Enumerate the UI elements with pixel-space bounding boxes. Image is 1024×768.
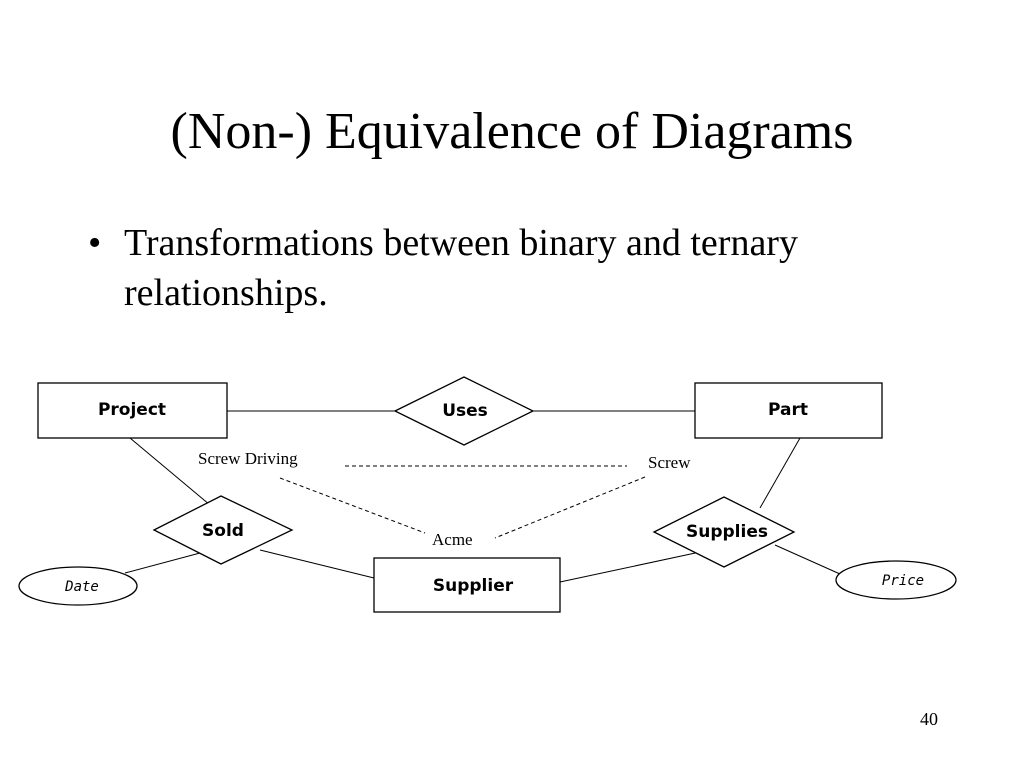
bullet-dot: • (88, 222, 102, 264)
instance-screw: Screw (648, 453, 691, 472)
relationship-uses: Uses (393, 376, 535, 446)
attribute-date-label: Date (64, 579, 99, 595)
attribute-price-label: Price (882, 573, 924, 589)
relationship-supplies-label: Supplies (686, 522, 768, 542)
screwdriving-acme-dash (279, 477, 426, 534)
attribute-price: Price (835, 560, 957, 600)
attribute-date: Date (18, 566, 138, 606)
bullet-item: • Transformations between binary and ter… (88, 218, 968, 318)
bullet-text: Transformations between binary and terna… (124, 222, 798, 314)
supplies-price-line (774, 544, 841, 575)
entity-part: Part (694, 382, 883, 439)
page-number: 40 (920, 709, 938, 729)
screw-acme-dash (494, 476, 646, 539)
bullet-list: • Transformations between binary and ter… (88, 218, 968, 318)
instance-acme: Acme (432, 530, 473, 549)
relationship-sold: Sold (152, 495, 294, 565)
instance-screw-driving: Screw Driving (198, 449, 298, 468)
slide-title: (Non-) Equivalence of Diagrams (170, 103, 854, 160)
entity-supplier-label: Supplier (433, 576, 514, 596)
entity-project: Project (37, 382, 228, 439)
project-sold-line (129, 437, 211, 506)
sold-supplier-line (259, 549, 375, 579)
part-supplies-line (759, 437, 801, 509)
entity-supplier: Supplier (373, 557, 561, 613)
relationship-sold-label: Sold (202, 521, 244, 541)
relationship-uses-label: Uses (442, 401, 488, 421)
entity-part-label: Part (768, 400, 808, 420)
relationship-supplies: Supplies (652, 496, 796, 568)
supplies-supplier-line (559, 551, 701, 583)
sold-date-line (124, 552, 201, 574)
er-diagram: Project Part Supplier Uses Sold Supplies… (18, 376, 957, 613)
entity-project-label: Project (98, 400, 166, 420)
